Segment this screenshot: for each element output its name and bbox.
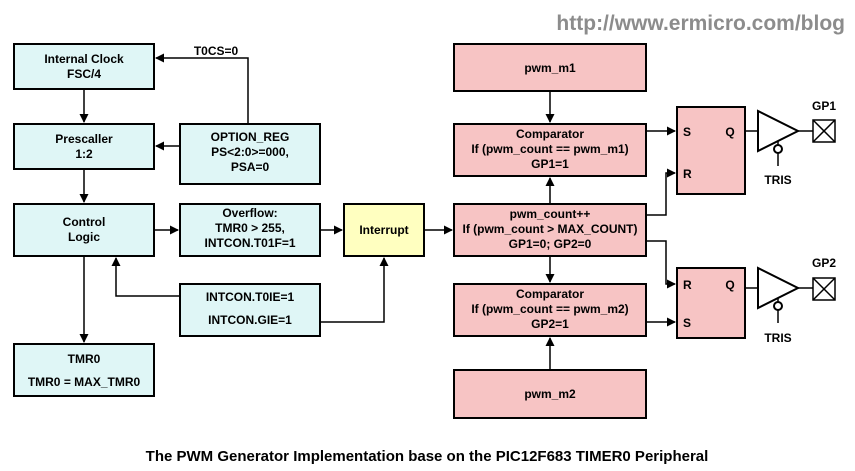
diagram-caption: The PWM Generator Implementation base on… <box>146 448 709 465</box>
comparator2-line1: Comparator <box>516 287 584 301</box>
internal-clock-line2: FSC/4 <box>67 67 101 81</box>
tris1-label: TRIS <box>764 173 791 187</box>
internal-clock-line1: Internal Clock <box>44 52 124 66</box>
counter-block: pwm_count++ If (pwm_count > MAX_COUNT) G… <box>453 203 647 257</box>
option-reg-line1: OPTION_REG <box>211 130 290 144</box>
gp1-label: GP1 <box>812 99 836 113</box>
ff1-r-label: R <box>683 167 692 181</box>
flipflop-2: R S Q <box>676 267 746 339</box>
interrupt-block: Interrupt <box>343 203 425 257</box>
gp1-pin <box>812 119 836 143</box>
overflow-line2: TMR0 > 255, <box>215 221 285 235</box>
internal-clock-block: Internal Clock FSC/4 <box>13 43 155 90</box>
pwm-m2-block: pwm_m2 <box>453 369 647 419</box>
flipflop-1: S R Q <box>676 106 746 195</box>
tris2-label: TRIS <box>764 331 791 345</box>
counter-line1: pwm_count++ <box>510 207 591 221</box>
comparator2-block: Comparator If (pwm_count == pwm_m2) GP2=… <box>453 283 647 337</box>
buffer-2 <box>757 266 801 323</box>
counter-line3: GP1=0; GP2=0 <box>509 237 592 251</box>
option-reg-line3: PSA=0 <box>231 160 270 174</box>
option-to-clock <box>155 53 249 124</box>
control-logic-block: Control Logic <box>13 203 155 257</box>
prescaller-line2: 1:2 <box>75 147 93 161</box>
prescaller-block: Prescaller 1:2 <box>13 123 155 170</box>
gp2-pin <box>812 277 836 301</box>
tmr0-line1: TMR0 <box>68 352 101 366</box>
intcon-line2: INTCON.GIE=1 <box>208 313 292 327</box>
buffer-1 <box>757 109 801 166</box>
counter-to-ff2-r <box>646 240 676 289</box>
prescaller-line1: Prescaller <box>55 132 113 146</box>
pwm-m1-block: pwm_m1 <box>453 43 647 92</box>
comparator1-line1: Comparator <box>516 127 584 141</box>
overflow-line1: Overflow: <box>222 206 277 220</box>
ff2-s-label: S <box>683 316 691 330</box>
pwm-m1-label: pwm_m1 <box>524 61 576 75</box>
t0cs-label: T0CS=0 <box>194 44 239 58</box>
ff2-q-label: Q <box>725 278 734 292</box>
gp2-label: GP2 <box>812 256 836 270</box>
interrupt-label: Interrupt <box>359 223 408 237</box>
counter-line2: If (pwm_count > MAX_COUNT) <box>462 222 637 236</box>
comparator1-line2: If (pwm_count == pwm_m1) <box>471 142 628 156</box>
intcon-to-control <box>111 257 180 297</box>
ff1-q-label: Q <box>725 125 734 139</box>
overflow-line3: INTCON.T01F=1 <box>204 236 295 250</box>
option-reg-line2: PS<2:0>=000, <box>211 145 289 159</box>
intcon-line1: INTCON.T0IE=1 <box>206 290 295 304</box>
intcon-block: INTCON.T0IE=1 INTCON.GIE=1 <box>179 283 321 337</box>
comparator1-block: Comparator If (pwm_count == pwm_m1) GP1=… <box>453 123 647 177</box>
comparator1-line3: GP1=1 <box>531 157 569 171</box>
ff1-s-label: S <box>683 125 691 139</box>
tmr0-line2: TMR0 = MAX_TMR0 <box>28 375 141 389</box>
tmr0-block: TMR0 TMR0 = MAX_TMR0 <box>13 343 155 397</box>
option-reg-block: OPTION_REG PS<2:0>=000, PSA=0 <box>179 123 321 185</box>
pwm-m2-label: pwm_m2 <box>524 387 576 401</box>
header-url: http://www.ermicro.com/blog <box>556 12 845 35</box>
intcon-to-interrupt <box>320 257 389 323</box>
comparator2-line2: If (pwm_count == pwm_m2) <box>471 302 628 316</box>
ff2-r-label: R <box>683 278 692 292</box>
comparator2-line3: GP2=1 <box>531 317 569 331</box>
control-logic-line2: Logic <box>68 230 100 244</box>
counter-to-ff1-r <box>646 168 676 216</box>
control-logic-line1: Control <box>63 215 106 229</box>
overflow-block: Overflow: TMR0 > 255, INTCON.T01F=1 <box>179 203 321 257</box>
